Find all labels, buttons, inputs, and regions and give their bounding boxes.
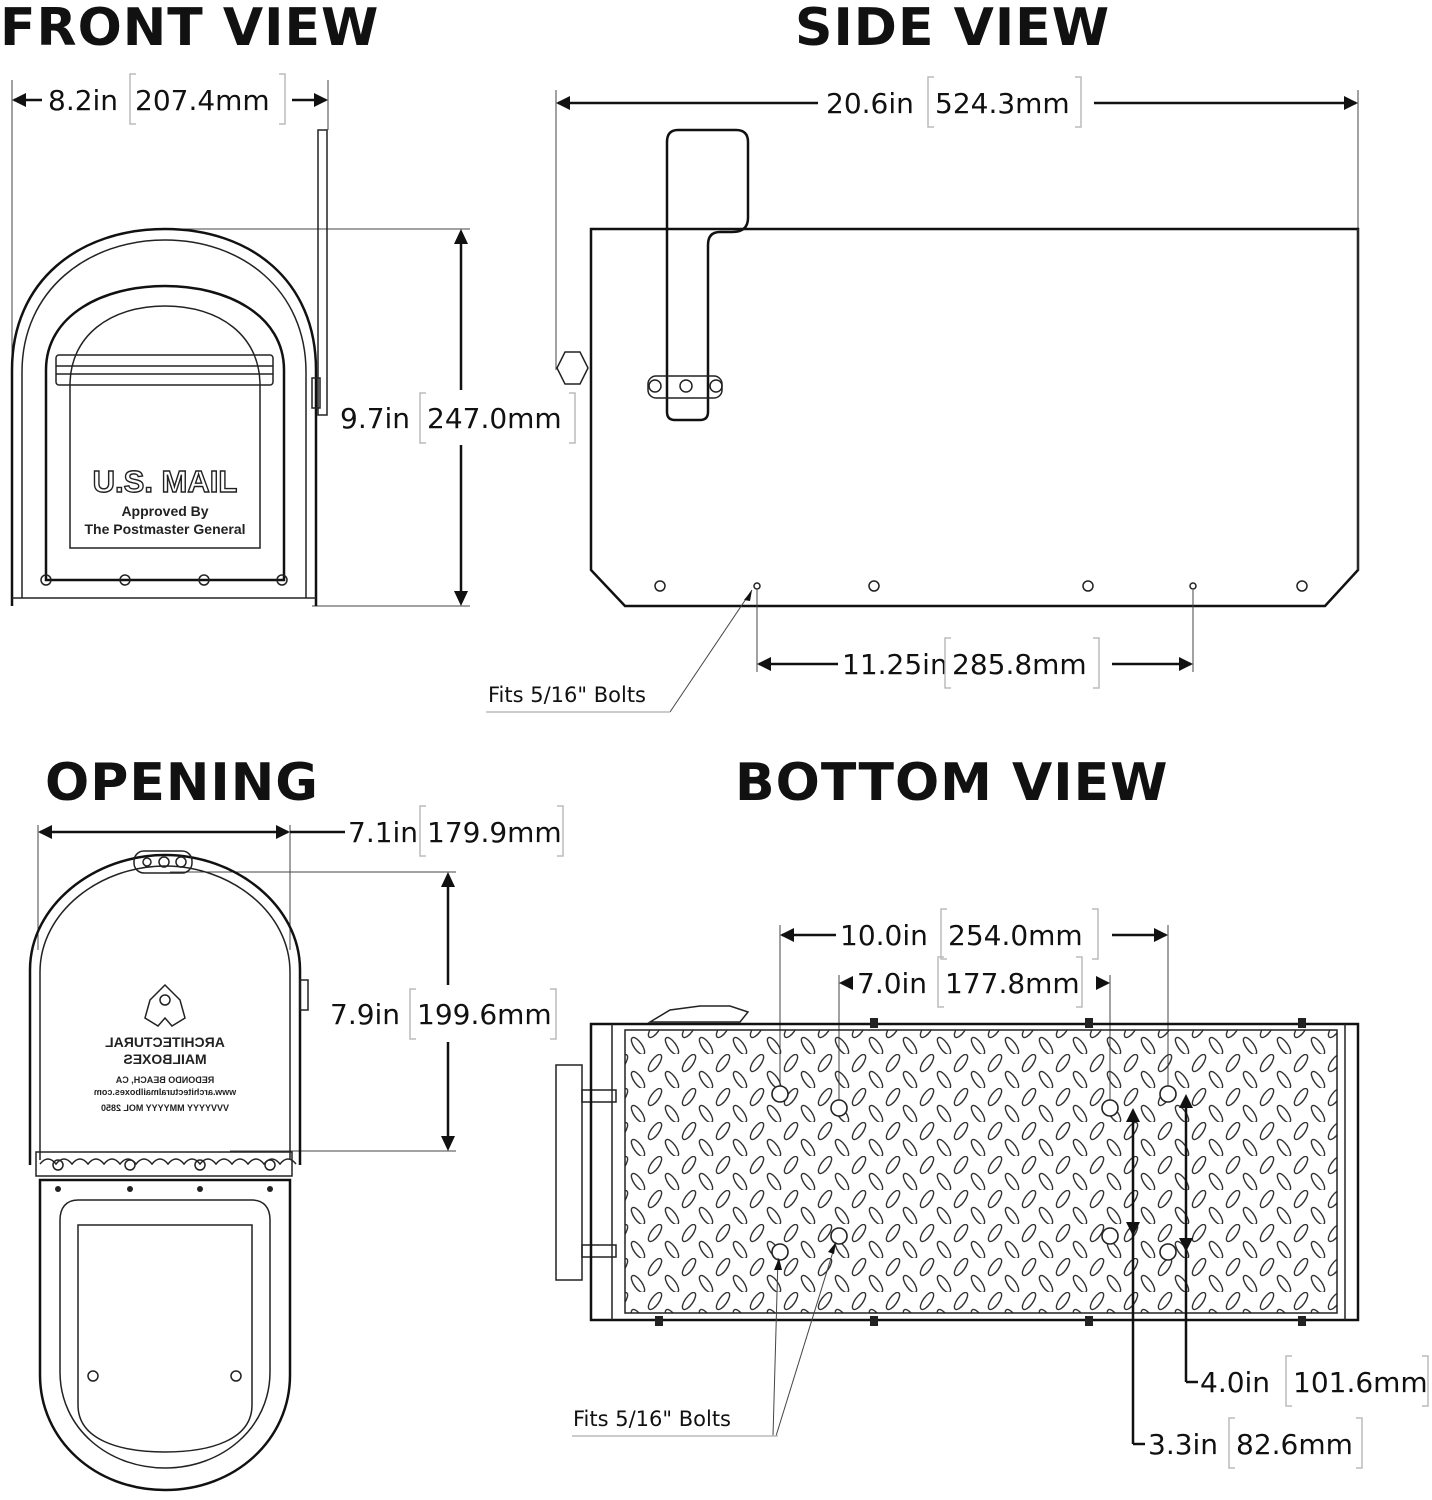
- postmaster-line: The Postmaster General: [84, 521, 245, 537]
- side-bolt-spacing-in: 11.25in: [842, 648, 948, 681]
- side-length-mm: 524.3mm: [935, 87, 1070, 120]
- bottom-inner-spacing-dimension: 7.0in 177.8mm: [838, 956, 1111, 1100]
- opening-mailbox-outline: [28, 850, 309, 1492]
- bottom-outer-depth-dimension: 4.0in 101.6mm: [1179, 1094, 1429, 1407]
- opening-height-in: 7.9in: [330, 998, 400, 1031]
- opening-height-mm: 199.6mm: [417, 998, 552, 1031]
- front-height-mm: 247.0mm: [427, 402, 562, 435]
- side-view: 20.6in 524.3mm: [486, 76, 1360, 713]
- bottom-inner-depth-mm: 82.6mm: [1236, 1428, 1353, 1461]
- opening-height-dimension: 7.9in 199.6mm: [170, 871, 557, 1152]
- side-length-in: 20.6in: [826, 87, 914, 120]
- plate-line-4: www.architecturalmailboxes.com: [94, 1087, 237, 1097]
- front-view: 8.2in 207.4mm 9.7in 247.0mm: [10, 73, 576, 607]
- side-bolt-spacing-dimension: 11.25in 285.8mm: [756, 590, 1194, 689]
- bottom-inner-depth-in: 3.3in: [1148, 1428, 1218, 1461]
- opening-width-dimension: 7.1in 179.9mm: [37, 805, 564, 950]
- front-mailbox-outline: [10, 129, 328, 606]
- opening-width-in: 7.1in: [348, 816, 418, 849]
- side-bolt-note: Fits 5/16" Bolts: [488, 683, 646, 707]
- front-width-dimension: 8.2in 207.4mm: [11, 73, 329, 605]
- bottom-inner-spacing-mm: 177.8mm: [945, 967, 1080, 1000]
- opening-view: 7.1in 179.9mm 7.9in 199.6mm: [28, 805, 564, 1492]
- plate-line-5: VVVYYYY MMYYYY MOL 2850: [101, 1103, 229, 1113]
- side-mailbox-outline: [555, 103, 1360, 608]
- side-view-title: SIDE VIEW: [795, 0, 1110, 58]
- bottom-bolt-note: Fits 5/16" Bolts: [573, 1407, 731, 1431]
- bottom-outer-depth-mm: 101.6mm: [1293, 1366, 1428, 1399]
- side-bolt-spacing-mm: 285.8mm: [952, 648, 1087, 681]
- bottom-inner-spacing-in: 7.0in: [857, 967, 927, 1000]
- bottom-outer-spacing-in: 10.0in: [840, 919, 928, 952]
- front-view-title: FRONT VIEW: [0, 0, 379, 58]
- bottom-outer-spacing-mm: 254.0mm: [948, 919, 1083, 952]
- side-length-dimension: 20.6in 524.3mm: [555, 76, 1359, 375]
- front-width-mm: 207.4mm: [135, 84, 270, 117]
- bottom-mailbox-outline: [555, 1005, 1360, 1326]
- bottom-inner-depth-dimension: 3.3in 82.6mm: [1126, 1108, 1363, 1469]
- approved-by-line: Approved By: [121, 503, 208, 519]
- plate-line-3: REDONDO BEACH, CA: [115, 1075, 214, 1085]
- opening-width-mm: 179.9mm: [427, 816, 562, 849]
- bottom-view-title: BOTTOM VIEW: [735, 753, 1169, 813]
- plate-line-2: MAILBOXES: [123, 1051, 206, 1067]
- front-height-in: 9.7in: [340, 402, 410, 435]
- opening-plate-text: ARCHITECTURAL MAILBOXES REDONDO BEACH, C…: [94, 1034, 237, 1113]
- bottom-view: 10.0in 254.0mm 7.0in 177.8mm: [555, 908, 1429, 1469]
- bottom-outer-depth-in: 4.0in: [1200, 1366, 1270, 1399]
- bottom-outer-spacing-dimension: 10.0in 254.0mm: [779, 908, 1169, 1090]
- us-mail-label: U.S. MAIL: [93, 464, 238, 499]
- front-width-in: 8.2in: [48, 84, 118, 117]
- side-bolt-callout: Fits 5/16" Bolts: [486, 589, 753, 713]
- front-height-dimension: 9.7in 247.0mm: [165, 228, 576, 607]
- bottom-bolt-callout: Fits 5/16" Bolts: [572, 1241, 837, 1437]
- opening-title: OPENING: [45, 753, 319, 813]
- plate-line-1: ARCHITECTURAL: [105, 1034, 225, 1050]
